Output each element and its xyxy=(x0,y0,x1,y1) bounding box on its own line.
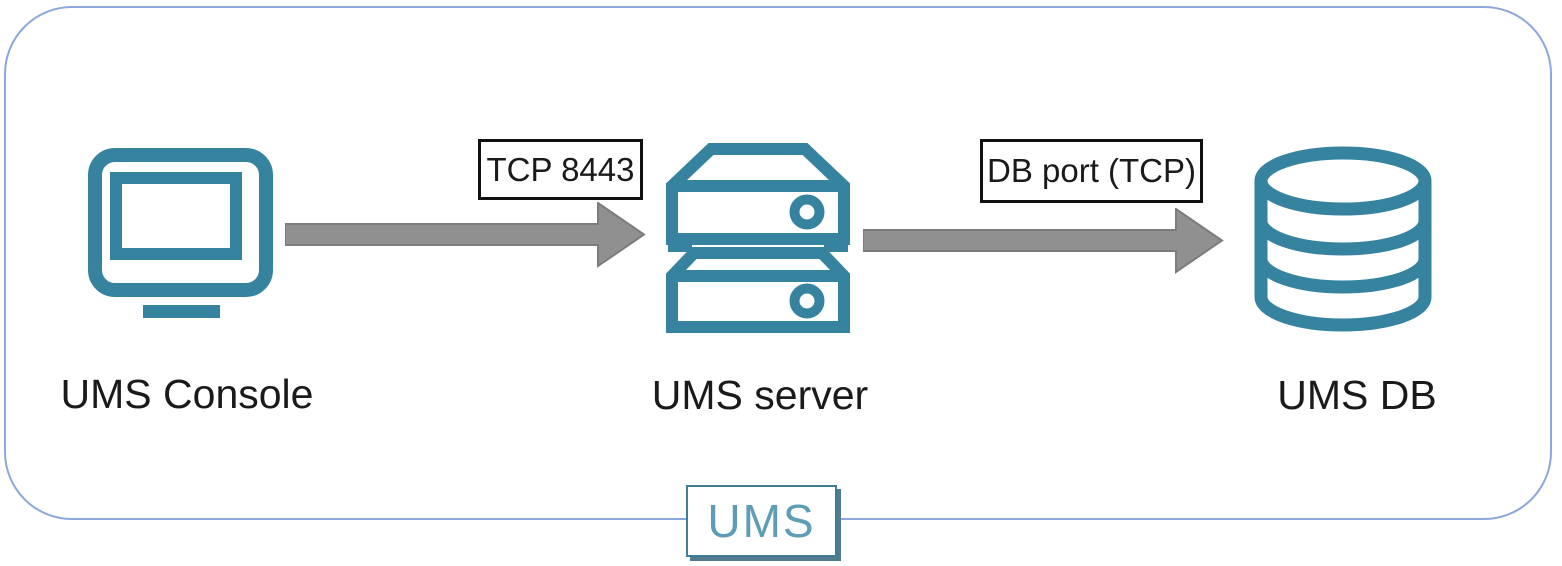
ums-badge: UMS xyxy=(686,485,837,557)
edge-label-db-port: DB port (TCP) xyxy=(980,139,1203,203)
monitor-icon xyxy=(88,148,273,318)
edge-label-tcp-8443: TCP 8443 xyxy=(478,139,643,200)
ums-badge-label: UMS xyxy=(707,495,816,547)
arrow-right-icon xyxy=(284,201,647,273)
database-icon xyxy=(1248,145,1438,333)
node-label-ums-server: UMS server xyxy=(651,372,869,418)
server-rack-icon xyxy=(663,140,853,333)
node-label-ums-console: UMS Console xyxy=(60,371,314,417)
arrow-right-icon xyxy=(862,207,1225,279)
edge-label-text: DB port (TCP) xyxy=(986,152,1197,189)
edge-label-text: TCP 8443 xyxy=(486,150,635,188)
node-label-ums-db: UMS DB xyxy=(1277,372,1437,418)
